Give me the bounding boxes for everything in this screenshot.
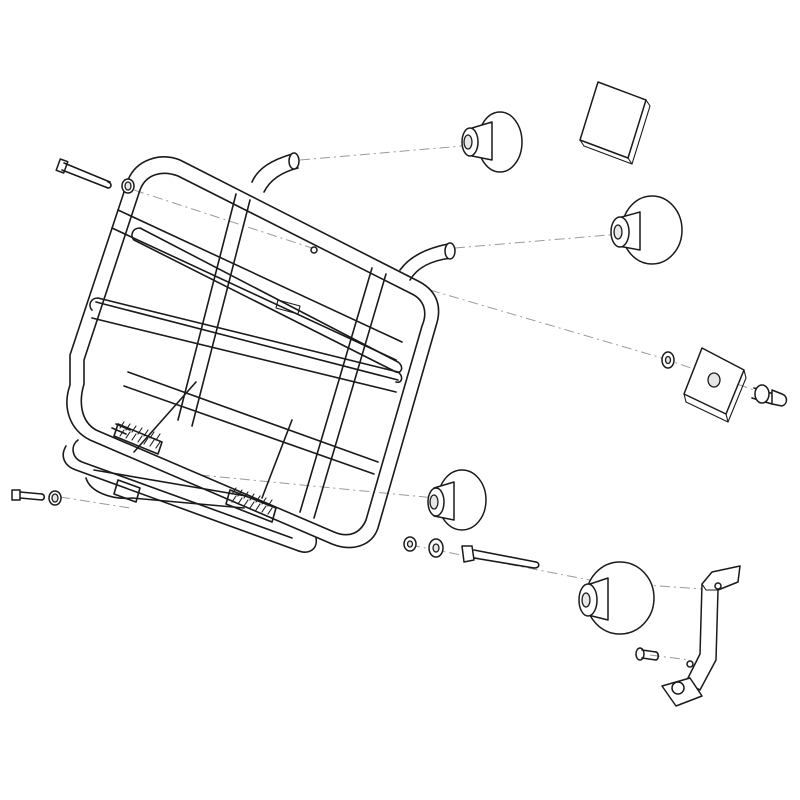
rack-cross-bar — [89, 297, 403, 384]
leader-line — [59, 496, 131, 509]
rack-outer-frame — [66, 156, 440, 549]
l-bracket — [661, 565, 741, 707]
leader-line — [429, 289, 663, 359]
leader-line — [649, 654, 691, 661]
rack-hinge-block — [113, 479, 141, 503]
rack-lower-bar — [62, 445, 318, 553]
rack-stem-lower — [399, 243, 449, 271]
long-bolt — [461, 545, 540, 569]
rack-mount-tab — [275, 299, 301, 315]
rack-mounting-bolt-lower — [11, 489, 46, 501]
flange-bolt — [751, 384, 788, 407]
rack-mount-hole — [310, 246, 318, 254]
front-luggage-rack — [62, 152, 456, 553]
rubber-grommet — [427, 469, 487, 531]
square-spacer — [683, 347, 747, 423]
rubber-grommet — [578, 561, 655, 635]
washer-upper — [121, 178, 135, 194]
washer-lower — [48, 490, 62, 506]
rubber-grommet — [461, 111, 523, 173]
rack-stem-end — [444, 242, 456, 260]
leader-line — [299, 145, 463, 161]
leader-line — [454, 233, 621, 249]
rack-stem-upper — [251, 153, 293, 183]
rack-rib — [177, 193, 237, 421]
small-washer — [403, 536, 417, 552]
rack-rib — [299, 267, 373, 513]
rack-spring-left — [111, 421, 163, 455]
rubber-grommet — [610, 195, 683, 265]
rack-mounting-bolt-upper — [55, 158, 112, 189]
spacer-washer — [661, 351, 675, 369]
leader-line — [409, 544, 601, 583]
bracket-nut — [671, 681, 685, 695]
rubber-pad — [579, 81, 651, 165]
leader-lines — [59, 145, 761, 661]
small-bolt — [635, 647, 660, 661]
rack-spring-right — [225, 487, 277, 523]
spring-washer — [428, 538, 444, 558]
leader-line — [661, 357, 761, 393]
rack-stem-end — [288, 152, 300, 170]
